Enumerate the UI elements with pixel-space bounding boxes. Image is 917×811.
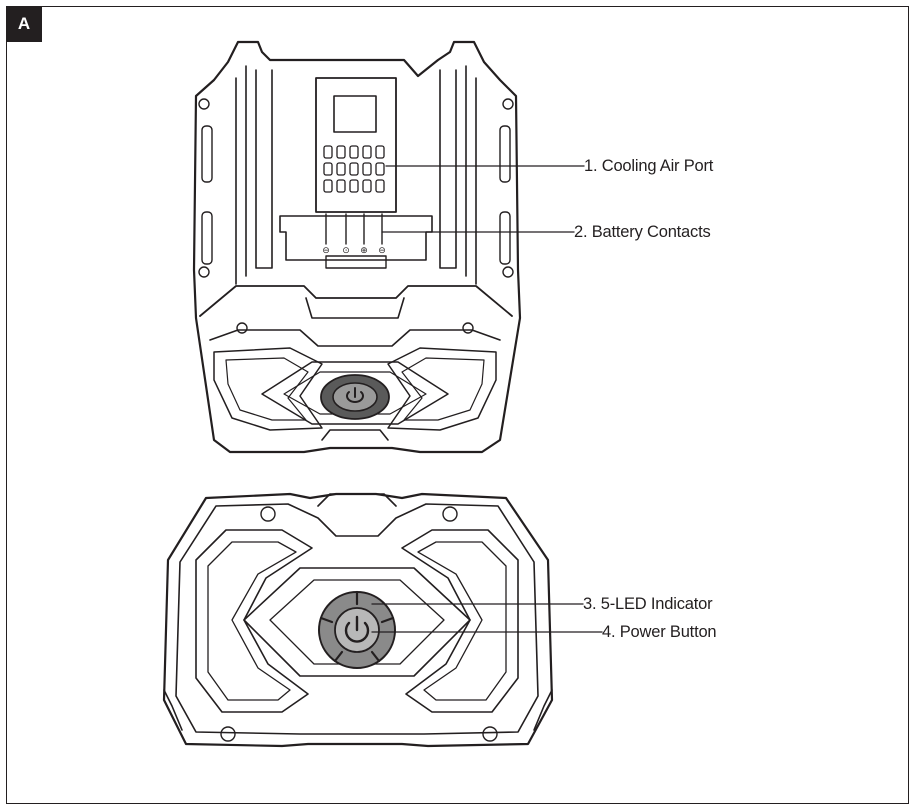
front-view-right-wing-inner [417, 541, 507, 701]
right-grip-slot-1 [499, 125, 511, 183]
led-indicator-segments [319, 590, 395, 663]
top-view-right-wing [387, 347, 497, 431]
top-screw-4 [502, 266, 514, 278]
top-view-front-face [209, 329, 501, 347]
panel-label: A [6, 6, 42, 42]
top-screw-2 [502, 98, 514, 110]
front-view-right-wing [401, 529, 519, 713]
top-screw-3 [198, 266, 210, 278]
callout-cooling-air-port: 1. Cooling Air Port [584, 157, 714, 175]
tower-window [333, 95, 377, 133]
front-view-left-wing [195, 529, 313, 713]
top-view-right-rail [439, 65, 477, 285]
front-view-center-hex [243, 567, 471, 677]
contact-symbol: ⊖ [378, 246, 386, 256]
top-view-outer-shell [192, 40, 522, 454]
contact-tab [325, 255, 387, 269]
figure-frame [6, 6, 909, 804]
top-view-front-housing [199, 285, 513, 317]
front-view-left-wing-inner [207, 541, 297, 701]
top-view-center-hex [261, 361, 449, 425]
front-view-center-hex-inner [269, 579, 445, 665]
top-view-left-rail [235, 65, 273, 285]
callout-led-indicator: 3. 5-LED Indicator [583, 595, 713, 613]
top-screw-5 [236, 322, 248, 334]
contact-block [279, 215, 433, 261]
terminal-tower [315, 77, 397, 213]
contact-symbol: ⊕ [360, 246, 368, 256]
battery-contacts [325, 213, 383, 245]
front-view-screws [220, 506, 498, 742]
left-grip-slot-1 [201, 125, 213, 183]
front-view-right-foot [533, 689, 553, 731]
front-view-top-notch [317, 493, 397, 507]
top-screw-1 [198, 98, 210, 110]
top-view-left-wing-inner [225, 357, 309, 421]
front-view-left-foot [163, 689, 183, 731]
right-grip-slot-2 [499, 211, 511, 265]
leader-lines [371, 165, 603, 633]
top-view-latch [305, 297, 405, 319]
cooling-air-port [323, 145, 385, 193]
power-icon [344, 615, 370, 643]
top-view-center-hex-inner [283, 371, 427, 415]
contact-symbols: ⊖ ⊙ ⊕ ⊖ [322, 246, 386, 256]
top-view-base-lip [321, 429, 389, 441]
callout-battery-contacts: 2. Battery Contacts [574, 223, 711, 241]
callout-power-button: 4. Power Button [602, 623, 717, 641]
front-view-inner-shell [175, 503, 539, 735]
power-icon [346, 387, 364, 403]
top-view-left-wing [213, 347, 323, 431]
battery-top-view: ⊖ ⊙ ⊕ ⊖ [192, 40, 522, 454]
contact-symbol: ⊙ [342, 246, 350, 256]
contact-symbol: ⊖ [322, 246, 330, 256]
top-view-right-wing-inner [401, 357, 485, 421]
left-grip-slot-2 [201, 211, 213, 265]
battery-front-view [162, 492, 554, 748]
top-screw-6 [462, 322, 474, 334]
